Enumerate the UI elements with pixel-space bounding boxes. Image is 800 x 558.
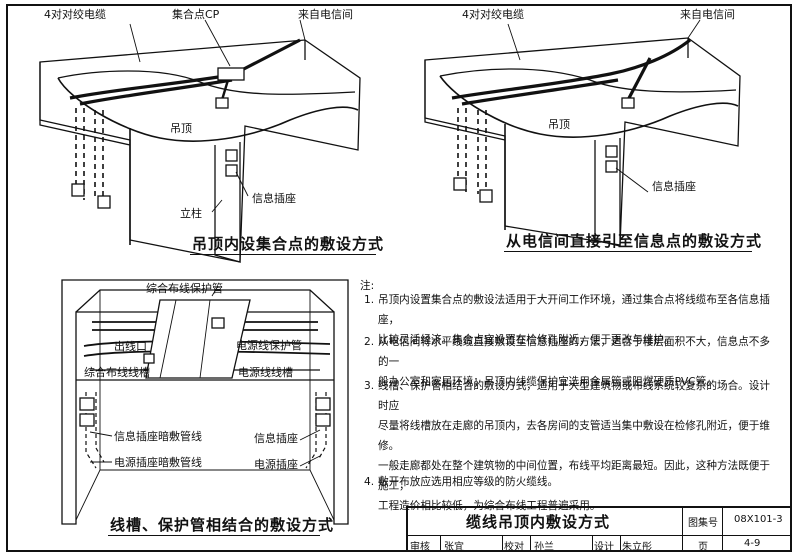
label-ceiling-right: 吊顶 [548,118,570,131]
page-label: 页 [698,542,708,553]
diagram-trunk-and-pipe [61,279,349,525]
note-1-line-2: 比较灵活经济。集合点宜设置在检修孔附近，便于更改与维护。 [378,334,675,346]
title-block: 缆线吊顶内敷设方式 图集号 08X101-3 审核 张宜 校对 孙兰 设计 朱立… [406,506,790,553]
design-label: 设计 [594,542,614,553]
label-from-telecom: 来自电信间 [298,8,353,21]
label-outlet-box: 出线口 [114,339,147,353]
label-power-pipe: 电源线保护管 [236,338,302,352]
label-ceiling: 吊顶 [170,122,192,135]
caption-top-left: 吊顶内设集合点的敷设方式 [192,235,385,253]
label-from-telecom-right: 来自电信间 [680,8,735,21]
note-4-number: 4. [364,476,375,488]
design-name: 朱立彤 [622,542,652,553]
note-1: 1. 吊顶内设置集合点的敷设法适用于大开间工作环境，通过集合点将线缆布至各信息插… [364,290,778,350]
note-3-line-1: 线槽、保护管相结合的敷设方式，适用于大型建筑物或布线系统较复杂的场合。设计时应 [378,380,770,412]
diagram-ceiling-collection-point [39,19,361,263]
label-info-conduit: 信息插座暗敷管线 [114,429,202,443]
label-cable-right: 4对对绞电缆 [462,7,524,21]
label-outlet-right: 信息插座 [652,179,696,193]
note-2-line-2: 般办公室和家居环境；吊顶内线缆保护宜选用金属管或阻燃硬质PVC管。 [378,376,717,388]
review-name: 张宜 [444,542,464,553]
caption-bottom-left: 线槽、保护管相结合的敷设方式 [110,516,335,534]
label-power-outlet: 电源插座 [254,457,298,471]
caption-top-right-underline [504,251,752,252]
label-power-trunk: 电源线线槽 [238,365,293,379]
note-2-line-1: 从电信间将水平线缆直接敷设至信息插座的方法，适合于楼层面积不大，信息点不多的一 [378,336,770,368]
note-3-number: 3. [364,380,375,392]
review-label: 审核 [410,542,430,553]
page-number: 4-9 [744,538,761,549]
note-1-line-1: 吊顶内设置集合点的敷设法适用于大开间工作环境，通过集合点将线缆布至各信息插座， [378,294,770,326]
drawing-frame [6,4,792,552]
label-trunk: 综合布线线槽 [84,365,150,379]
atlas-label: 图集号 [688,518,718,529]
label-cable: 4对对绞电缆 [44,7,106,21]
note-1-number: 1. [364,294,375,306]
label-column: 立柱 [180,206,202,220]
note-3-line-3: 一般走廊都处在整个建筑物的中间位置，布线平均距离最短。因此，这种方法既便于施工， [378,460,770,492]
label-collection-point: 集合点CP [172,7,220,21]
note-2-number: 2. [364,336,375,348]
label-info-outlet: 信息插座 [254,431,298,445]
caption-bottom-left-underline [108,535,320,536]
notes-heading: 注: [360,280,375,292]
note-4-line-1: 敷开布放应选用相应等级的防火缆线。 [378,476,559,488]
check-name: 孙兰 [534,542,554,553]
cable-trunk [145,299,251,379]
check-label: 校对 [504,542,524,553]
label-protect-pipe: 综合布线保护管 [146,281,223,295]
caption-top-left-underline [190,254,376,255]
label-outlet: 信息插座 [252,191,296,205]
atlas-number: 08X101-3 [734,514,783,525]
note-4: 4. 敷开布放应选用相应等级的防火缆线。 [364,472,778,492]
label-power-conduit: 电源插座暗敷管线 [114,455,202,469]
note-2: 2. 从电信间将水平线缆直接敷设至信息插座的方法，适合于楼层面积不大，信息点不多… [364,332,778,392]
collection-point-box [217,67,245,81]
note-3-line-2: 尽量将线槽放在走廊的吊顶内，去各房间的支管适当集中敷设在检修孔附近，便于维修。 [378,420,770,452]
drawing-title: 缆线吊顶内敷设方式 [466,513,611,531]
note-3: 3. 线槽、保护管相结合的敷设方式，适用于大型建筑物或布线系统较复杂的场合。设计… [364,376,778,516]
caption-top-right: 从电信间直接引至信息点的敷设方式 [506,232,763,250]
diagram-direct-to-outlet [424,19,741,247]
